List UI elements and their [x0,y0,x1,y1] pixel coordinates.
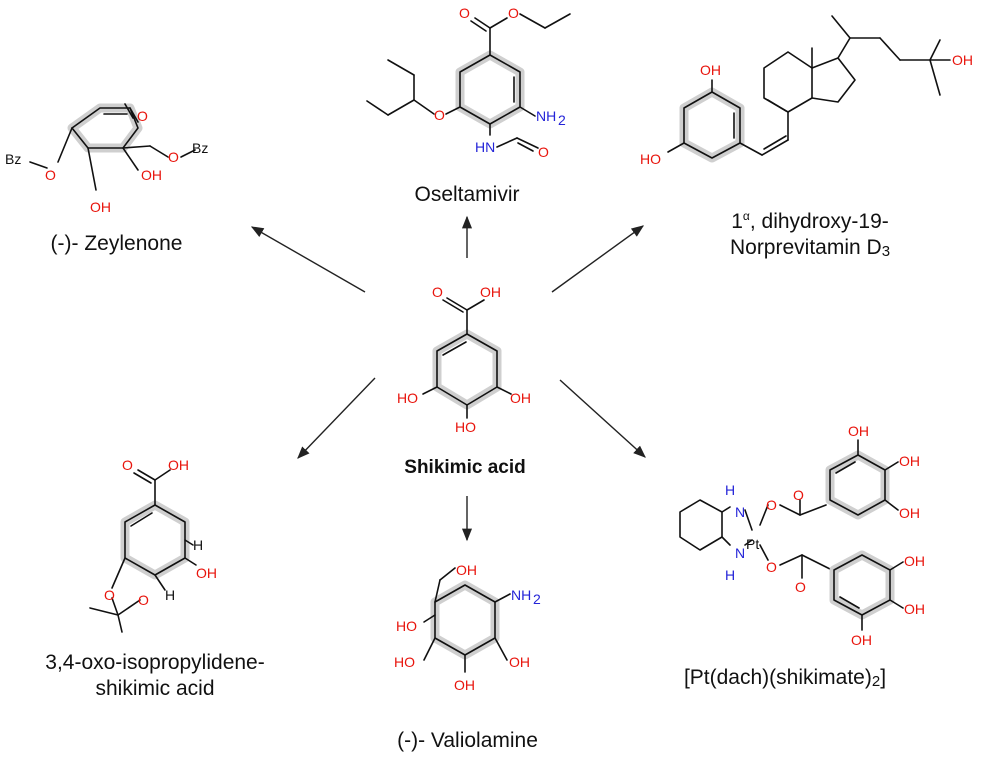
arrow-to-pt-complex [559,379,646,458]
atom-label: O [45,167,56,183]
atom-label: O [122,457,133,473]
atom-label: OH [904,553,925,569]
caption-vitamin: 1α, dihydroxy-19- Norprevitamin D3 [700,203,920,265]
atom-label: OH [848,423,869,439]
atom-label: OH [509,654,530,670]
atom-label: Bz [192,140,208,156]
atom-label: NH [511,587,531,603]
caption-isopropylidene: 3,4-oxo-isopropylidene- shikimic acid [20,650,290,702]
arrow-to-vitamin [551,225,645,293]
atom-label-subscript: 2 [533,591,541,607]
atom-label: O [137,108,148,124]
molecule-zeylenone: O Bz O OH OH O Bz [5,103,208,215]
caption-isopropylidene-line2: shikimic acid [95,677,215,700]
atom-label: O [766,497,777,513]
atom-label: HO [640,151,661,167]
caption-vitamin-line2: Norprevitamin D [729,236,882,259]
atom-label: OH [510,390,531,406]
atom-label: OH [90,199,111,215]
atom-label: O [766,559,777,575]
caption-valiolamine: (-)- Valiolamine [397,729,538,752]
atom-label: O [459,5,470,21]
atom-label: O [138,592,149,608]
caption-vitamin-prefix: 1 [731,210,743,233]
arrow-to-isopropylidene [297,377,376,459]
caption-isopropylidene-line1: 3,4-oxo-isopropylidene- [45,651,265,674]
atom-label: H [193,537,203,553]
caption-shikimic-acid: Shikimic acid [404,457,526,478]
atom-label: N [735,504,745,520]
atom-label: O [432,284,443,300]
atom-label: O [168,149,179,165]
caption-pt-complex: [Pt(dach)(shikimate)2] [655,665,915,695]
atom-label: OH [904,601,925,617]
atom-label: N [735,545,745,561]
atom-label: HO [455,419,476,435]
molecule-pt-complex: Pt N H N H O O O O OH OH OH OH OH OH [679,423,925,648]
atom-label-subscript: 2 [558,112,566,128]
atom-label: OH [456,562,477,578]
atom-label: OH [141,167,162,183]
molecule-vitamin: OH HO OH [640,15,973,167]
atom-label: OH [851,632,872,648]
atom-label: OH [196,565,217,581]
molecule-valiolamine: OH NH 2 HO HO OH OH [394,562,541,693]
atom-label: O [508,5,519,21]
atom-label: HO [394,654,415,670]
atom-label: O [434,107,445,123]
caption-vitamin-sub: 3 [881,243,891,260]
caption-pt-main: [Pt(dach)(shikimate) [683,666,872,689]
atom-label: OH [480,284,501,300]
atom-label: H [165,587,175,603]
molecule-shikimic-acid: O OH HO HO OH [397,284,531,435]
molecule-isopropylidene: O OH H OH H O O [89,457,217,633]
caption-vitamin-alpha: α [742,209,750,223]
caption-vitamin-line1: , dihydroxy-19- [749,210,889,233]
atom-label: O [793,487,804,503]
molecule-oseltamivir: O O O NH 2 HN O [366,5,571,160]
atom-label: H [725,482,735,498]
atom-label: Pt [746,536,759,552]
caption-pt-sub: 2 [871,673,881,690]
atom-label: OH [168,457,189,473]
atom-label: OH [700,62,721,78]
atom-label: HO [396,618,417,634]
atom-label: O [795,579,806,595]
arrow-to-zeylenone [250,226,366,293]
atom-label: OH [899,505,920,521]
atom-label: NH [536,108,556,124]
atom-label: OH [952,52,973,68]
atom-label: OH [899,453,920,469]
atom-label: O [104,587,115,603]
atom-label: HN [475,139,495,155]
atom-label: HO [397,390,418,406]
atom-label: OH [454,677,475,693]
caption-oseltamivir: Oseltamivir [414,183,520,206]
atom-label: O [538,144,549,160]
caption-zeylenone: (-)- Zeylenone [50,232,183,255]
atom-label: Bz [5,151,21,167]
atom-label: H [725,567,735,583]
caption-pt-end: ] [880,666,887,689]
reaction-arrows [250,215,646,542]
